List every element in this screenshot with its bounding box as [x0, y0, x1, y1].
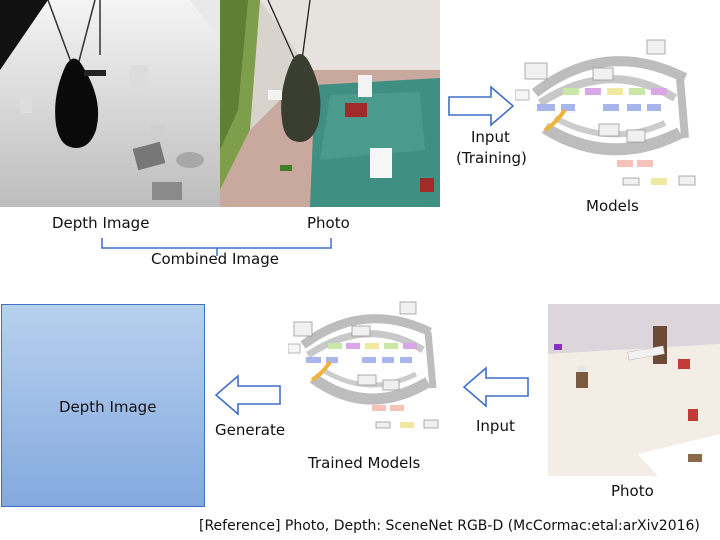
photo-thumbnail-bottom	[548, 304, 720, 476]
depth-image-box-label: Depth Image	[59, 398, 156, 416]
input-training-label-line1: Input	[471, 128, 510, 146]
trained-models-graph	[288, 300, 448, 442]
depth-image-output-box: Depth Image	[1, 304, 205, 507]
generate-label: Generate	[215, 421, 285, 439]
models-graph	[515, 38, 705, 190]
input-arrow	[462, 366, 530, 408]
generate-arrow	[214, 374, 282, 416]
input-label: Input	[476, 417, 515, 435]
photo-thumbnail-top	[220, 0, 440, 207]
input-training-arrow	[447, 85, 515, 127]
photo-label-bottom: Photo	[611, 482, 654, 500]
photo-label-top: Photo	[307, 214, 350, 232]
trained-models-label: Trained Models	[308, 454, 420, 472]
models-label: Models	[586, 197, 639, 215]
depth-image-label: Depth Image	[52, 214, 149, 232]
combined-image-label: Combined Image	[151, 250, 279, 268]
depth-image-thumbnail	[0, 0, 220, 207]
reference-text: [Reference] Photo, Depth: SceneNet RGB-D…	[199, 518, 700, 534]
